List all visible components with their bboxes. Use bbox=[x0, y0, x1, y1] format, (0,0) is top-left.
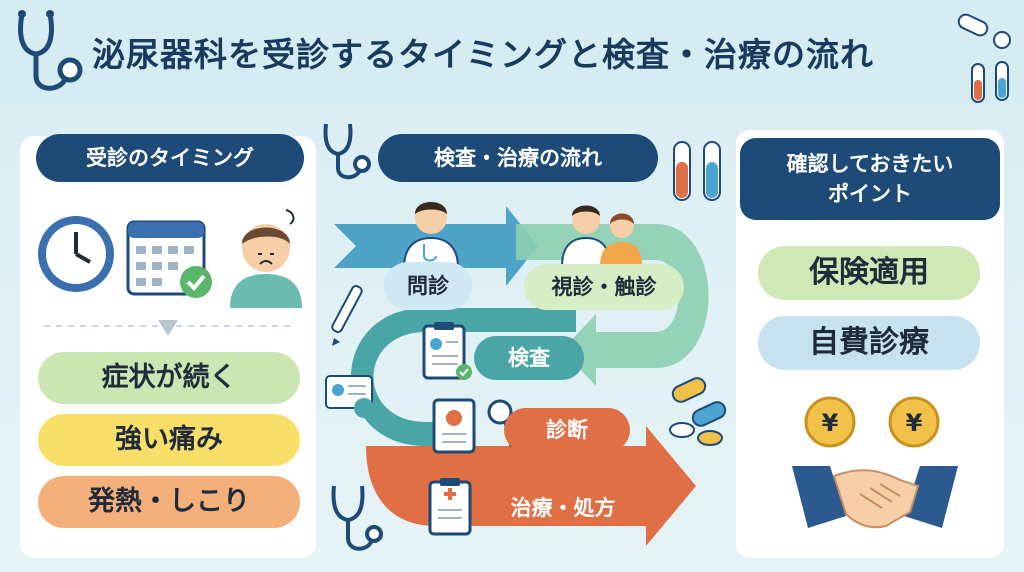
patient-card-icon bbox=[432, 398, 476, 454]
step-diagnosis: 診断 bbox=[504, 408, 630, 452]
step-treatment: 治療・処方 bbox=[510, 496, 616, 520]
page-title: 泌尿器科を受診するタイミングと検査・治療の流れ bbox=[92, 35, 874, 74]
points-heading-line2: ポイント bbox=[828, 182, 912, 206]
doctor-icon bbox=[402, 202, 460, 268]
symptom-persistent: 症状が続く bbox=[38, 352, 300, 404]
step-interview: 問診 bbox=[384, 262, 472, 310]
points-heading-line1: 確認しておきたい bbox=[786, 152, 954, 176]
test-tube-icon bbox=[971, 61, 1009, 103]
yen-symbol: ¥ bbox=[906, 409, 923, 437]
symptom-severe-pain: 強い痛み bbox=[38, 414, 300, 466]
yen-coin-icon: ¥ bbox=[804, 396, 856, 448]
yen-symbol: ¥ bbox=[822, 409, 839, 437]
test-tube-icon bbox=[673, 141, 721, 201]
handshake-icon bbox=[792, 466, 958, 529]
step-examination: 検査 bbox=[474, 336, 584, 380]
option-insurance: 保険適用 bbox=[758, 246, 980, 300]
pen-icon bbox=[331, 284, 363, 346]
step-inspection: 視診・触診 bbox=[524, 264, 684, 310]
id-card-icon bbox=[325, 375, 374, 418]
title-bar bbox=[0, 0, 1024, 104]
yen-coin-icon: ¥ bbox=[888, 396, 940, 448]
pill-icon bbox=[957, 13, 1011, 49]
stethoscope-icon bbox=[323, 123, 371, 180]
stethoscope-icon bbox=[18, 10, 83, 91]
symptom-fever-lump: 発熱・しこり bbox=[38, 476, 300, 528]
flow-heading: 検査・治療の流れ bbox=[378, 134, 658, 182]
calendar-icon bbox=[126, 220, 212, 298]
prescription-icon bbox=[428, 478, 472, 536]
worried-patient-icon bbox=[230, 209, 302, 308]
pill-icon bbox=[669, 377, 727, 446]
option-self-pay: 自費診療 bbox=[758, 316, 980, 370]
stethoscope-icon bbox=[331, 485, 383, 551]
down-arrow-icon bbox=[44, 320, 292, 336]
clock-icon bbox=[38, 216, 114, 292]
points-heading: 確認しておきたい ポイント bbox=[740, 138, 1000, 220]
timing-heading: 受診のタイミング bbox=[36, 134, 304, 182]
clipboard-icon bbox=[422, 322, 472, 380]
doctor-patient-icon bbox=[560, 205, 642, 266]
